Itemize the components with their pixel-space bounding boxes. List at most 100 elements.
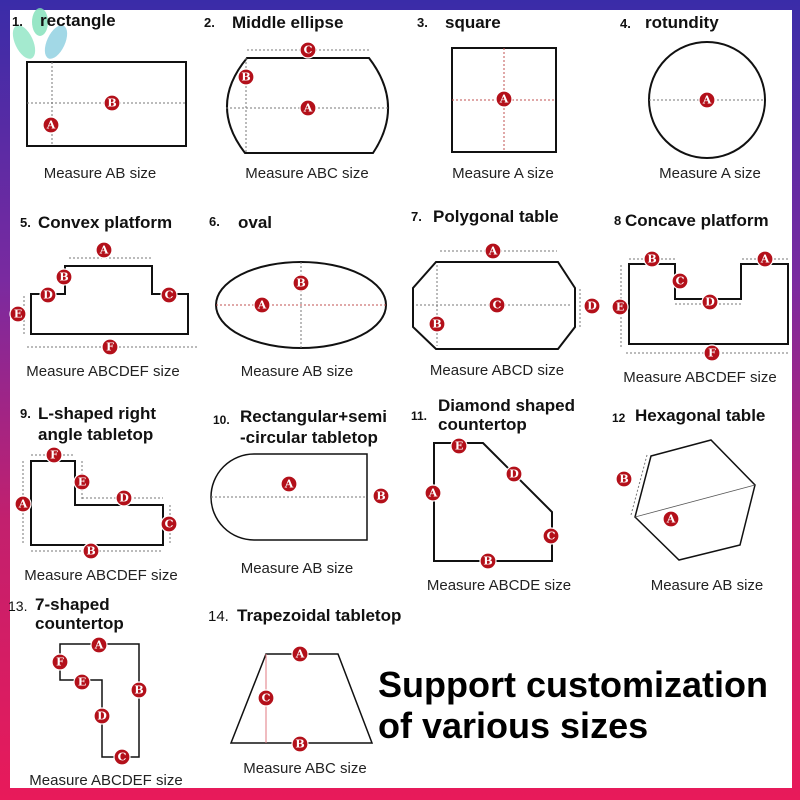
label-badge: A: [95, 241, 113, 259]
svg-text:A: A: [702, 94, 712, 107]
label-badge: C: [113, 748, 131, 766]
panel-title-line: 7-shaped: [35, 595, 110, 614]
octagon-shape: [412, 261, 576, 350]
label-badge: A: [90, 636, 108, 654]
panel-title: Polygonal table: [433, 207, 559, 226]
svg-text:A: A: [46, 119, 56, 132]
svg-text:C: C: [676, 275, 685, 288]
panel-caption: Measure A size: [659, 165, 761, 182]
label-badge: B: [428, 315, 446, 333]
panel-caption: Measure ABCDEF size: [24, 567, 177, 584]
rect-semicircle-shape: [210, 453, 368, 541]
svg-text:F: F: [56, 656, 64, 669]
svg-text:C: C: [118, 751, 127, 764]
panel-number: 8: [614, 213, 621, 228]
label-badge: E: [450, 437, 468, 455]
panel-title: rotundity: [645, 13, 719, 32]
panel-caption: Measure ABC size: [245, 165, 368, 182]
svg-text:B: B: [432, 318, 441, 331]
label-badge: B: [55, 268, 73, 286]
label-badge: D: [39, 286, 57, 304]
panel-hexagonal-table: 12 Hexagonal table A B Measure AB size: [612, 406, 765, 594]
label-badge: E: [611, 298, 629, 316]
concave-shape: [628, 263, 789, 345]
rectangle-shape: [26, 61, 187, 147]
svg-text:A: A: [99, 244, 109, 257]
svg-text:C: C: [165, 289, 174, 302]
svg-text:E: E: [455, 440, 463, 453]
panel-l-shaped: 9. L-shaped right angle tabletop A B C D…: [14, 404, 178, 584]
svg-text:C: C: [304, 44, 313, 57]
label-badge: B: [292, 274, 310, 292]
label-badge: F: [45, 446, 63, 464]
svg-text:C: C: [547, 530, 556, 543]
panel-square: 3. square A Measure A size: [417, 13, 557, 182]
label-badge: C: [671, 272, 689, 290]
svg-text:C: C: [262, 692, 271, 705]
panel-convex-platform: 5. Convex platform A B C D E F Measure A…: [9, 213, 197, 380]
panel-number: 6.: [209, 214, 220, 229]
label-badge: F: [101, 338, 119, 356]
panel-diamond-countertop: 11. Diamond shaped countertop A B C D E …: [411, 396, 575, 594]
panel-concave-platform: 8 Concave platform A B C D E F Measure A…: [611, 211, 789, 386]
label-badge: F: [51, 653, 69, 671]
label-badge: A: [291, 645, 309, 663]
slogan-line-2: of various sizes: [378, 705, 648, 746]
panel-caption: Measure AB size: [241, 363, 354, 380]
panel-caption: Measure A size: [452, 165, 554, 182]
label-badge: B: [103, 94, 121, 112]
svg-text:A: A: [488, 245, 498, 258]
panel-number: 5.: [20, 215, 31, 230]
svg-text:B: B: [376, 490, 385, 503]
panel-middle-ellipse: 2. Middle ellipse A B C Measure ABC size: [204, 13, 390, 182]
panel-number: 4.: [620, 16, 631, 31]
svg-text:B: B: [647, 253, 656, 266]
label-badge: B: [372, 487, 390, 505]
panel-title: Middle ellipse: [232, 13, 343, 32]
label-badge: B: [237, 68, 255, 86]
panel-number: 13.: [8, 598, 27, 614]
panel-title: Trapezoidal tabletop: [237, 606, 401, 625]
label-badge: D: [505, 465, 523, 483]
svg-text:B: B: [134, 684, 143, 697]
middle-ellipse-shape: [226, 57, 390, 154]
panel-number: 12: [612, 411, 626, 425]
svg-text:D: D: [587, 300, 597, 313]
panel-caption: Measure AB size: [44, 165, 157, 182]
label-badge: A: [299, 99, 317, 117]
label-badge: A: [280, 475, 298, 493]
panel-caption: Measure ABCDEF size: [29, 772, 182, 789]
svg-text:B: B: [295, 738, 304, 751]
panel-title-line: Rectangular+semi: [240, 407, 387, 426]
panel-caption: Measure AB size: [651, 577, 764, 594]
panel-title-line: countertop: [438, 415, 527, 434]
label-badge: C: [160, 515, 178, 533]
panel-number: 2.: [204, 15, 215, 30]
svg-text:A: A: [666, 513, 676, 526]
svg-text:A: A: [499, 93, 509, 106]
svg-text:F: F: [106, 341, 114, 354]
label-badge: D: [701, 293, 719, 311]
label-badge: A: [662, 510, 680, 528]
panel-title-line: Diamond shaped: [438, 396, 575, 415]
svg-text:A: A: [760, 253, 770, 266]
panel-oval: 6. oval A B Measure AB size: [209, 213, 387, 380]
panel-polygonal-table: 7. Polygonal table A B C D Measure ABCD …: [411, 207, 601, 379]
svg-text:B: B: [619, 473, 628, 486]
panel-title: square: [445, 13, 501, 32]
panel-title-line: -circular tabletop: [240, 428, 378, 447]
label-badge: A: [698, 91, 716, 109]
trapezoid-shape: [229, 653, 374, 744]
label-badge: A: [14, 495, 32, 513]
svg-text:B: B: [59, 271, 68, 284]
svg-text:C: C: [165, 518, 174, 531]
svg-text:A: A: [295, 648, 305, 661]
svg-text:B: B: [107, 97, 116, 110]
panel-caption: Measure ABC size: [243, 760, 366, 777]
panel-title-line: countertop: [35, 614, 124, 633]
label-badge: A: [424, 484, 442, 502]
panel-trapezoidal-tabletop: 14. Trapezoidal tabletop A B C Measure A…: [208, 606, 401, 777]
content-area: [10, 10, 792, 788]
hexagon-shape: [634, 439, 756, 561]
svg-text:F: F: [50, 449, 58, 462]
